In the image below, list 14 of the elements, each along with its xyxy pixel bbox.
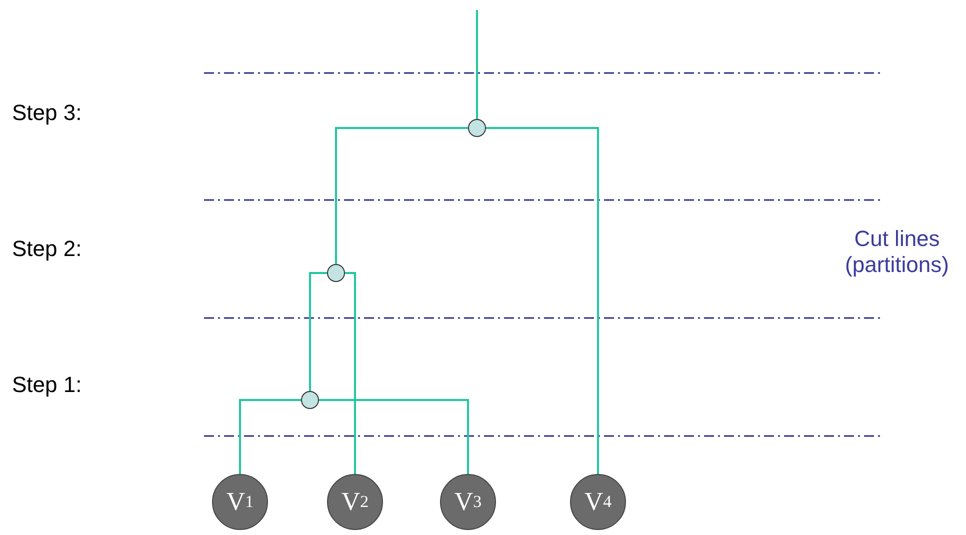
merge-point-circle [301,391,319,409]
tree-branch-line [476,10,478,119]
tree-branch-line [309,272,327,391]
tree-branch-line [345,272,356,474]
tree-branch-line [239,399,301,474]
step-label: Step 1: [12,372,82,398]
tree-branch-line [335,127,468,264]
merge-point-circle [468,119,486,137]
step-label: Step 2: [12,236,82,262]
annotation-text: Cut lines (partitions) [844,226,950,278]
merge-point-circle [327,264,345,282]
tree-branch-line [319,399,469,474]
step-label: Step 3: [12,100,82,126]
tree-branch-line [486,127,599,474]
